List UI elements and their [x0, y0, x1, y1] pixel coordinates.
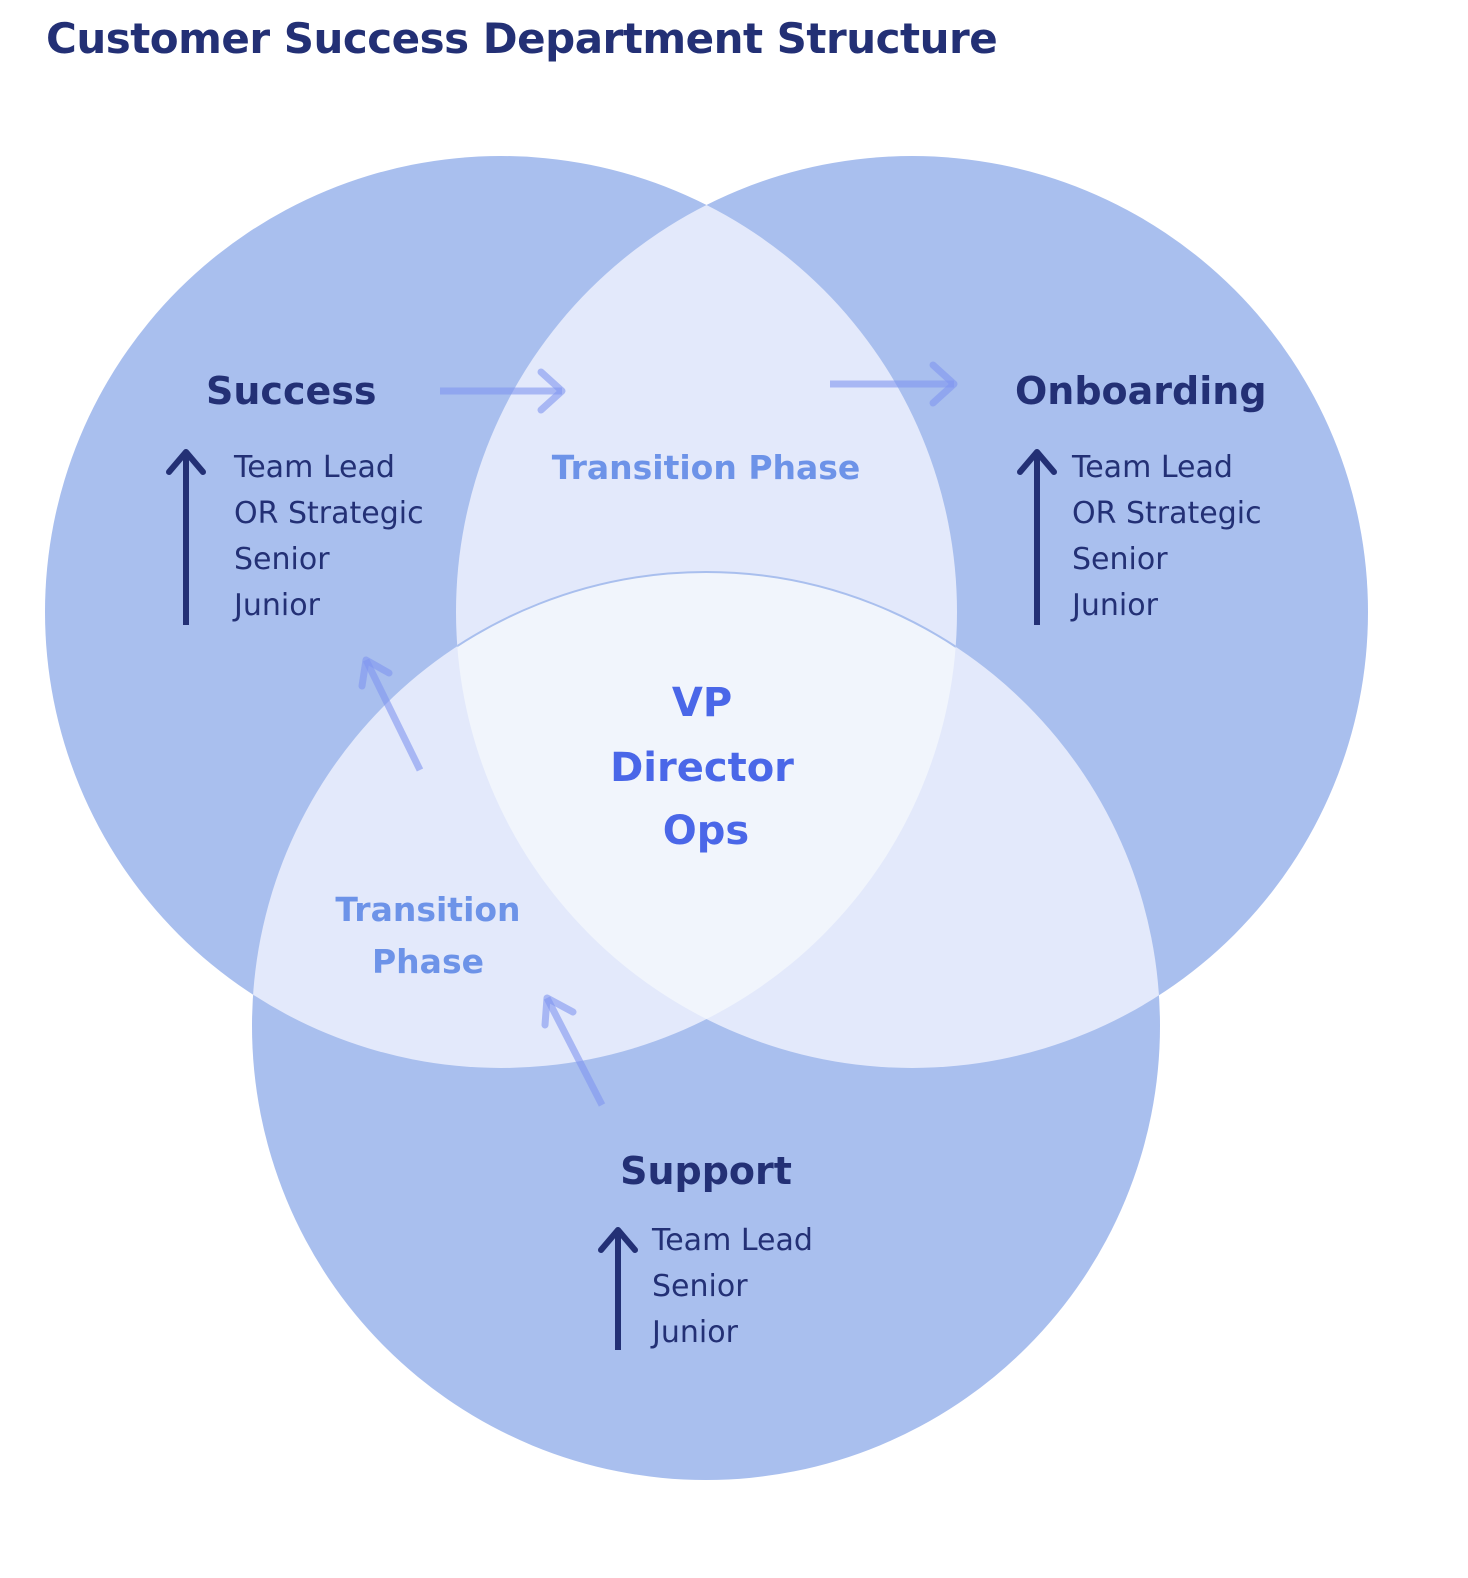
center-role-ops: Ops: [663, 808, 749, 854]
flow-arrow-support-to-transition: [541, 994, 606, 1107]
support-title: Support: [620, 1149, 792, 1193]
flow-arrow-transition-to-success: [358, 656, 424, 772]
success-title: Success: [206, 369, 376, 413]
flow-arrow-transition-to-onboarding: [830, 361, 958, 407]
onboarding-title: Onboarding: [1015, 369, 1267, 413]
support-role: Senior: [652, 1269, 748, 1304]
onboarding-role: OR Strategic: [1072, 496, 1262, 531]
arrow-up-icon: [598, 1227, 638, 1350]
onboarding-role: Team Lead: [1071, 450, 1233, 485]
onboarding-role: Senior: [1072, 542, 1168, 577]
success-role: Junior: [232, 588, 321, 623]
arrow-up-icon: [166, 449, 206, 625]
transition-phase-left-line: Phase: [372, 942, 484, 981]
success-role: Team Lead: [233, 450, 395, 485]
support-role: Team Lead: [651, 1223, 813, 1258]
arrow-up-icon: [1017, 449, 1057, 625]
transition-phase-left-line: Transition: [335, 890, 520, 929]
center-role-vp: VP: [672, 680, 732, 726]
onboarding-role: Junior: [1070, 588, 1159, 623]
center-role-director: Director: [610, 745, 794, 791]
flow-arrow-success-to-transition: [440, 368, 566, 414]
success-role: Senior: [234, 542, 330, 577]
page-title: Customer Success Department Structure: [46, 14, 998, 63]
success-role: OR Strategic: [234, 496, 424, 531]
transition-phase-top: Transition Phase: [552, 448, 861, 487]
support-role: Junior: [650, 1315, 739, 1350]
